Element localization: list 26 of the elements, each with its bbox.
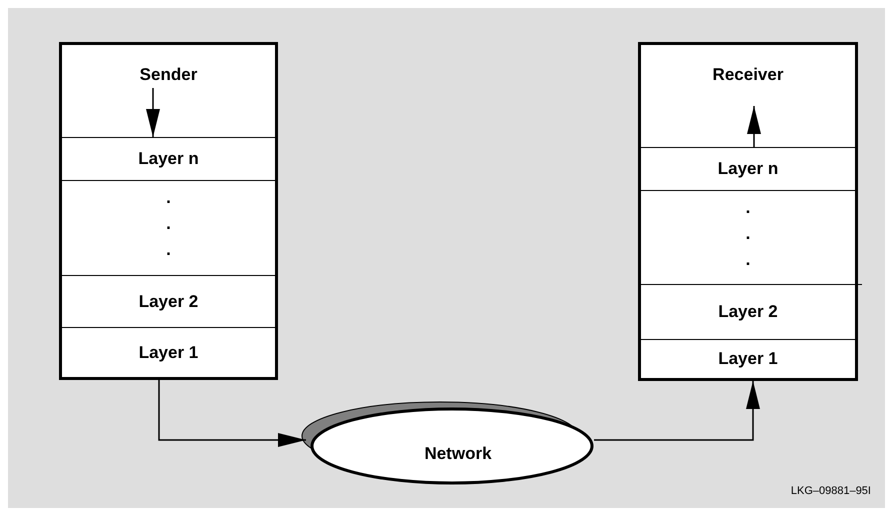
layer-label: Receiver [712,65,784,85]
layer-cell [59,137,278,181]
ellipsis-dots: . . . [165,187,172,261]
layer-label: Layer n [138,149,199,169]
layer-label: Layer 1 [718,349,778,369]
arrow [747,106,761,147]
arrow [594,381,760,441]
layer-cell [638,190,858,285]
layer-cell [638,147,858,191]
layer-label: Layer 2 [718,302,778,322]
arrow [146,88,160,137]
layer-label: Layer n [718,159,778,179]
application-cell [638,42,858,148]
figure-code: LKG–09881–95I [790,485,871,497]
arrow [158,380,306,447]
layer-cell [638,284,858,340]
layer-label: Layer 1 [138,342,198,362]
ellipsis-dots: . . . [744,197,752,271]
layer-label: Layer 2 [138,292,198,312]
layer-cell [638,339,858,381]
network-label: Network [424,444,492,464]
application-cell [59,42,278,138]
layer-cell [59,180,278,276]
layer-cell [59,275,278,328]
layer-label: Sender [140,65,198,85]
layer-cell [59,327,278,380]
